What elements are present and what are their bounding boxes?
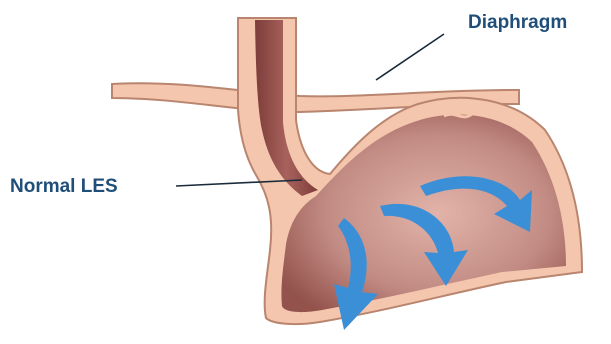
normal-les-label: Normal LES — [10, 176, 118, 198]
diaphragm-label: Diaphragm — [468, 12, 567, 34]
diaphragm-leader-line — [376, 34, 444, 80]
